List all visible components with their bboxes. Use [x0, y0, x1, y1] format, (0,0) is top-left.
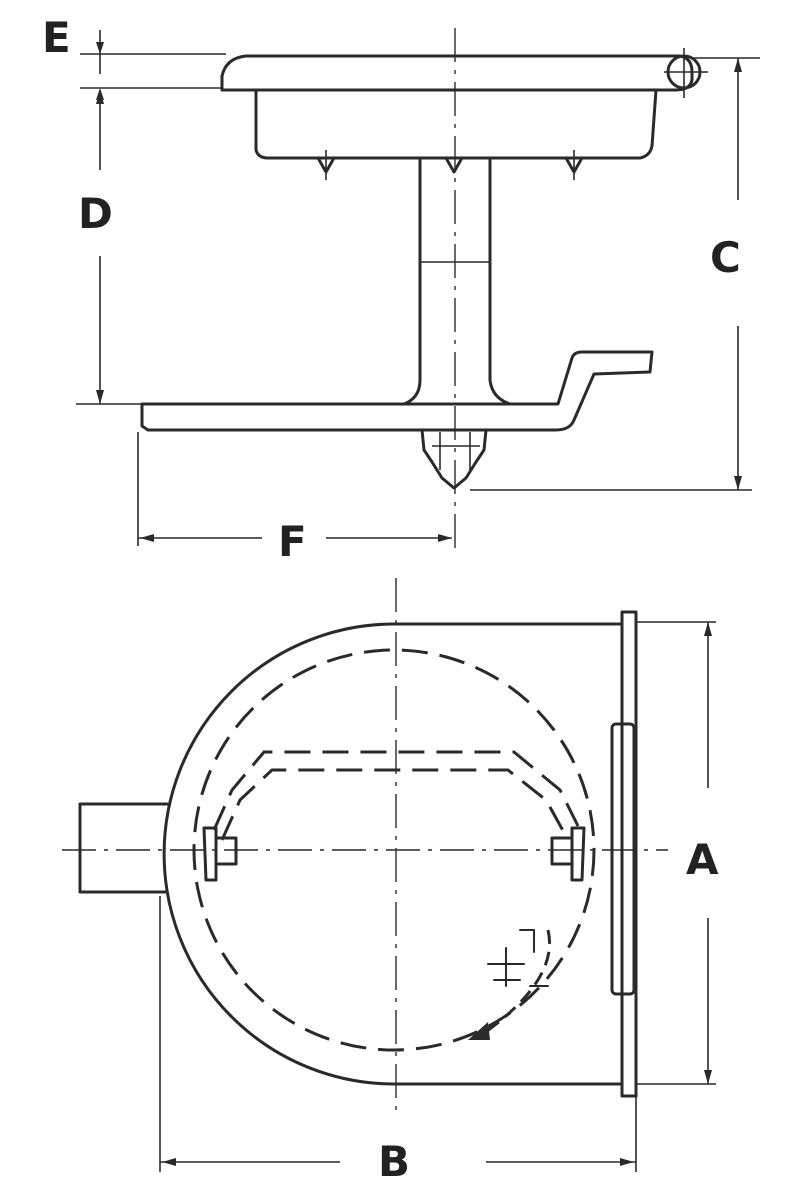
dimension-b: B [159, 896, 637, 1186]
handle-end-left [202, 826, 238, 882]
latch-bar [140, 350, 654, 432]
bottom-nut [420, 428, 488, 490]
side-view: E D C F [42, 13, 760, 566]
edge-bar [620, 610, 638, 1098]
dimension-f: F [137, 432, 452, 566]
rotation-arrow [479, 929, 551, 1038]
dimension-a-label: A [686, 835, 719, 884]
dimension-c-label: C [710, 233, 741, 282]
rotation-arrowhead [468, 1022, 490, 1040]
plate-outline [162, 622, 624, 1086]
dimension-f-label: F [278, 517, 307, 566]
top-view: A B [62, 578, 719, 1186]
handle-hidden [212, 750, 580, 841]
lock-symbol [487, 929, 549, 987]
dimension-e-label: E [42, 13, 71, 62]
housing-cup [254, 88, 658, 160]
dimension-b-label: B [378, 1137, 410, 1186]
dimension-d-label: D [78, 189, 113, 238]
dimension-e: E [42, 13, 226, 100]
shaft [402, 158, 512, 406]
rivet-center [444, 156, 464, 174]
top-plate [220, 54, 694, 92]
dimension-d: D [76, 90, 144, 405]
dimension-c: C [470, 57, 760, 491]
side-tab [78, 802, 170, 894]
dimension-a: A [636, 621, 719, 1085]
hinge-slot [610, 722, 636, 996]
handle-end-right [550, 826, 586, 882]
